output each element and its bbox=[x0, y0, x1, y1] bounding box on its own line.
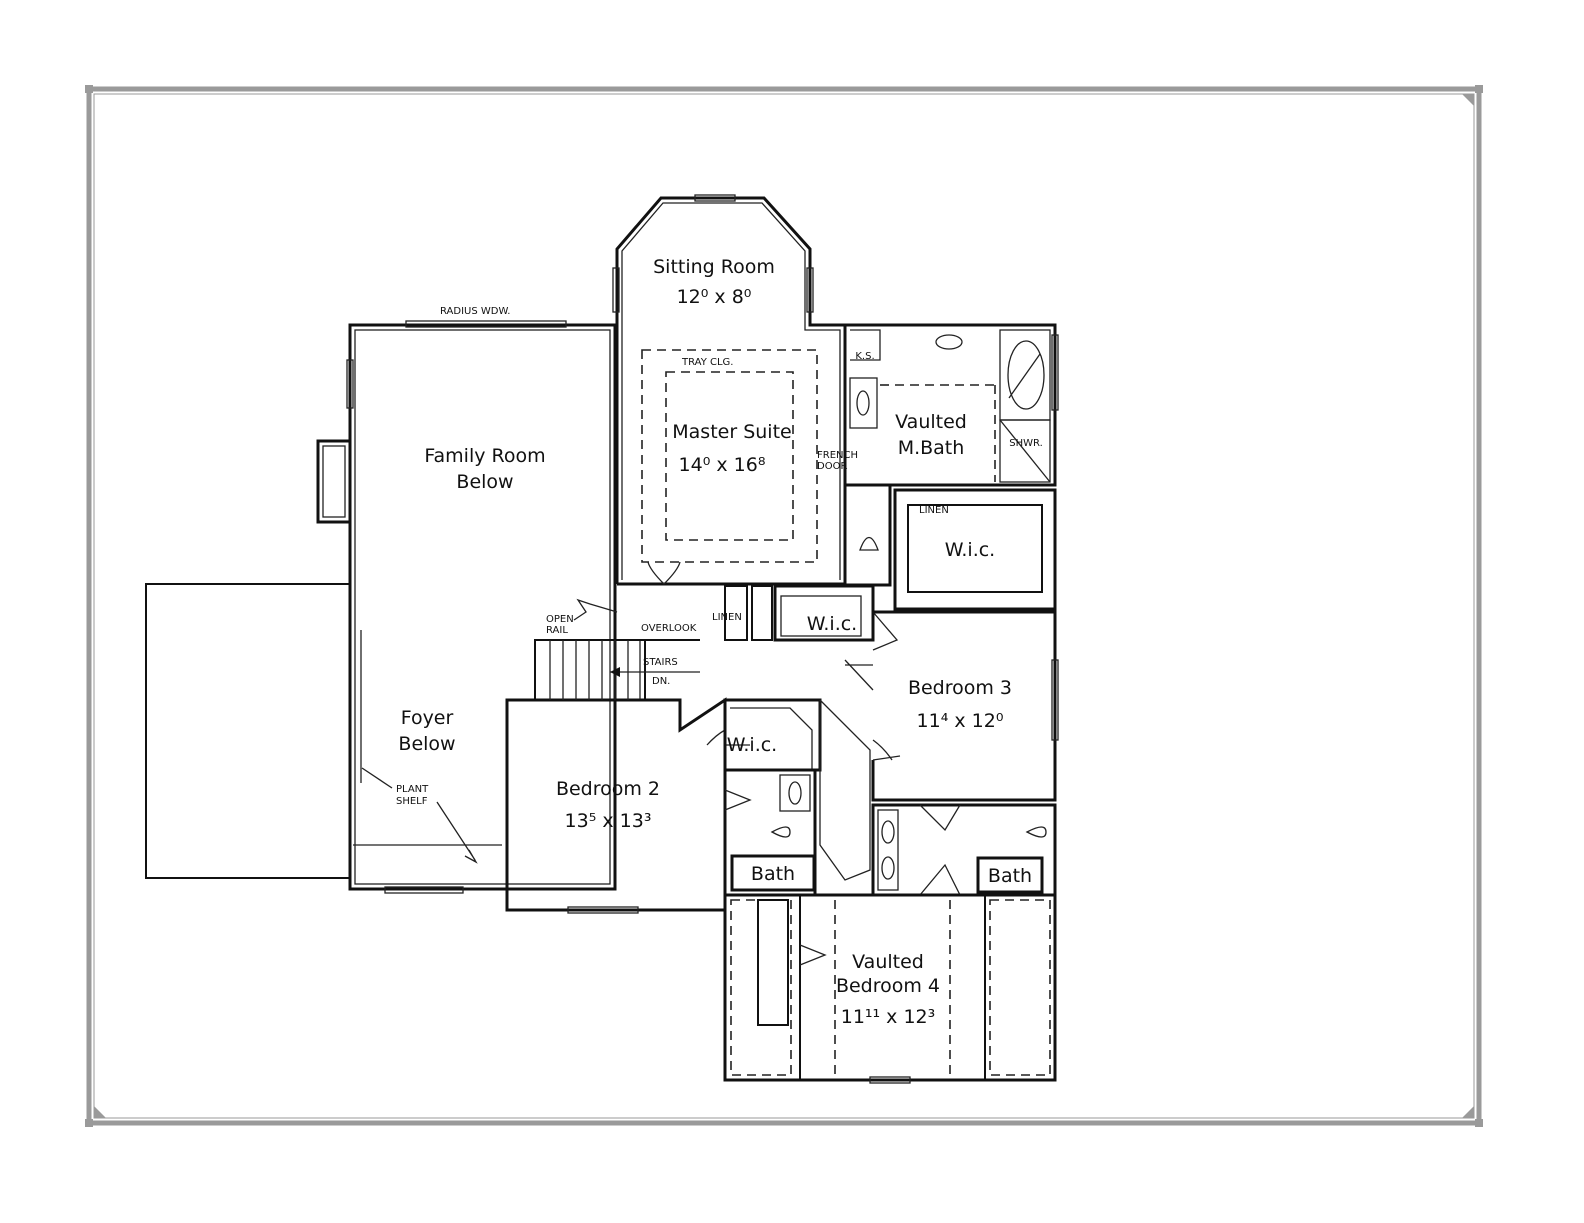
family-room-walls bbox=[316, 320, 617, 894]
hall-linen-note: LINEN bbox=[712, 612, 742, 623]
hall-wic-label: W.i.c. bbox=[807, 613, 857, 635]
bedroom-4-line2: Bedroom 4 bbox=[836, 975, 940, 997]
overlook-note: OVERLOOK bbox=[641, 623, 697, 634]
master-wic-label: W.i.c. bbox=[945, 539, 995, 561]
tray-clg-note: TRAY CLG. bbox=[681, 357, 733, 368]
bedroom-3-walls bbox=[844, 610, 1059, 802]
master-suite-walls bbox=[612, 194, 847, 586]
plant-shelf-leader bbox=[361, 767, 393, 789]
vaulted-mbath-line2: M.Bath bbox=[898, 437, 965, 459]
bedroom-4-walls bbox=[723, 893, 1057, 1084]
garage-outline bbox=[145, 583, 351, 879]
bath-right-label: Bath bbox=[988, 865, 1032, 887]
foyer-line1: Foyer bbox=[401, 707, 454, 729]
master-linen-note: LINEN bbox=[919, 505, 949, 516]
bedroom-4-dim: 11¹¹ x 12³ bbox=[841, 1006, 936, 1028]
master-bath-walls bbox=[843, 323, 1059, 487]
bedroom-3-name: Bedroom 3 bbox=[908, 677, 1012, 699]
bedroom-4-line1: Vaulted bbox=[852, 951, 924, 973]
vaulted-mbath-line1: Vaulted bbox=[895, 411, 967, 433]
bath-left-label: Bath bbox=[751, 863, 795, 885]
bedroom-2-name: Bedroom 2 bbox=[556, 778, 660, 800]
family-room-line1: Family Room bbox=[424, 445, 545, 467]
stairs-down-note: DN. bbox=[652, 676, 670, 687]
master-suite-name: Master Suite bbox=[672, 421, 791, 443]
plant-shelf-arrow bbox=[436, 801, 478, 864]
bedroom-2-dim: 13⁵ x 13³ bbox=[565, 810, 652, 832]
shower-note: SHWR. bbox=[1009, 438, 1043, 449]
foyer-line2: Below bbox=[398, 733, 455, 755]
radius-window-note: RADIUS WDW. bbox=[440, 306, 510, 317]
family-room-line2: Below bbox=[456, 471, 513, 493]
stairs bbox=[534, 598, 700, 701]
open-rail-note-1: OPEN bbox=[546, 614, 574, 625]
plant-shelf-note-2: SHELF bbox=[396, 796, 428, 807]
french-door-note-2: DOOR bbox=[817, 461, 847, 472]
stairs-note: STAIRS bbox=[643, 657, 678, 668]
sitting-room-dim: 12⁰ x 8⁰ bbox=[677, 286, 752, 308]
french-door-note-1: FRENCH bbox=[817, 450, 858, 461]
open-rail-note-2: RAIL bbox=[546, 625, 568, 636]
kneewall-shelf-note: K.S. bbox=[855, 351, 874, 362]
sitting-room-name: Sitting Room bbox=[653, 256, 775, 278]
plant-shelf-note-1: PLANT bbox=[396, 784, 429, 795]
page-frame bbox=[85, 85, 1483, 1127]
bedroom-3-dim: 11⁴ x 12⁰ bbox=[917, 710, 1004, 732]
bedroom-2-walls bbox=[505, 697, 750, 914]
master-suite-dim: 14⁰ x 16⁸ bbox=[679, 454, 766, 476]
bed2-wic-label: W.i.c. bbox=[727, 734, 777, 756]
